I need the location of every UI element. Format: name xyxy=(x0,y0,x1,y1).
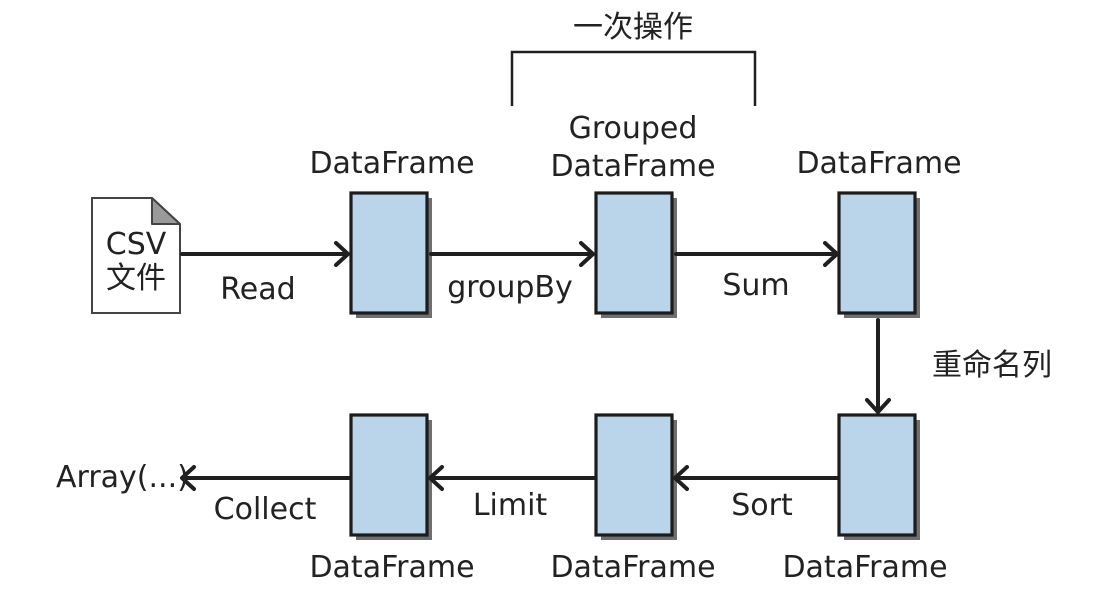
dataframe-box-4 xyxy=(349,413,432,540)
sort-label: Sort xyxy=(731,488,793,523)
sort-arrow xyxy=(673,465,839,491)
dataframe-box-3 xyxy=(837,191,920,318)
dataframe-4-label: DataFrame xyxy=(309,550,475,585)
csv-file-label-line1: CSV xyxy=(105,227,167,262)
rename-columns-label: 重命名列 xyxy=(932,348,1052,383)
bracket-label: 一次操作 xyxy=(573,10,693,45)
dataframe-box-5 xyxy=(594,413,677,540)
dataframe-6-label: DataFrame xyxy=(782,550,948,585)
limit-arrow xyxy=(428,465,596,491)
csv-file-label: CSV 文件 xyxy=(106,228,167,296)
csv-file-icon xyxy=(91,197,181,314)
operation-bracket xyxy=(510,50,757,106)
dataframe-box-1 xyxy=(349,191,432,318)
grouped-dataframe-label-line2: DataFrame xyxy=(550,149,716,184)
csv-file-label-line2: 文件 xyxy=(105,261,166,296)
grouped-dataframe-box xyxy=(594,191,677,318)
dataframe-1-label: DataFrame xyxy=(309,146,475,181)
rename-arrow xyxy=(865,318,891,414)
sum-arrow xyxy=(674,241,839,267)
grouped-dataframe-label: Grouped DataFrame xyxy=(550,110,715,186)
collect-label: Collect xyxy=(213,492,317,527)
groupby-arrow xyxy=(429,241,595,267)
read-arrow xyxy=(180,241,350,267)
dataframe-box-6 xyxy=(837,413,920,540)
dataframe-5-label: DataFrame xyxy=(550,550,716,585)
sum-label: Sum xyxy=(722,268,790,303)
array-result-label: Array(...) xyxy=(56,460,189,495)
dataframe-3-label: DataFrame xyxy=(796,146,962,181)
collect-arrow xyxy=(180,465,351,491)
read-label: Read xyxy=(220,272,296,307)
groupby-label: groupBy xyxy=(447,270,573,305)
limit-label: Limit xyxy=(472,488,548,523)
grouped-dataframe-label-line1: Grouped xyxy=(568,111,698,146)
